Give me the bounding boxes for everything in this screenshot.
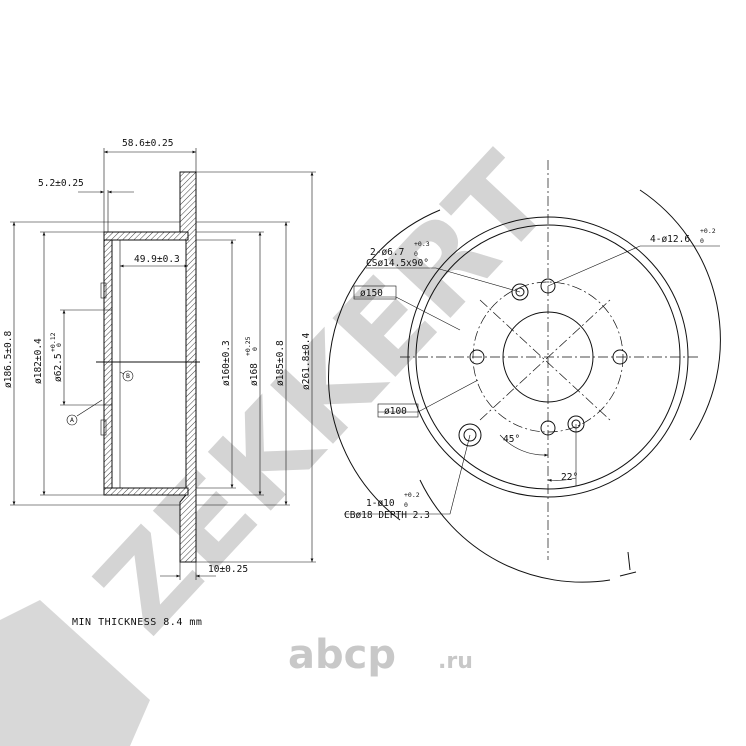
dim-diameter-168-tol: +0.25: [244, 336, 252, 356]
abcp-logo-suffix: .ru: [438, 649, 473, 674]
dim-diameter-62-tol-low: 0: [55, 343, 63, 347]
dim-inner-height: 49.9±0.3: [134, 254, 180, 265]
dim-thickness: 10±0.25: [208, 564, 248, 575]
brand-watermark: ZEKKERT: [70, 129, 577, 659]
dim-diameter-185: ø185±0.8: [275, 340, 286, 386]
label-countersink: CSø14.5x90°: [366, 258, 429, 269]
dim-diameter-168: ø168: [249, 363, 260, 386]
label-angle-45: 45°: [503, 434, 520, 445]
dim-diameter-186: ø186.5±0.8: [3, 331, 14, 388]
dim-diameter-168-tol-low: 0: [251, 347, 259, 351]
min-thickness-note: MIN THICKNESS 8.4 mm: [72, 617, 202, 628]
side-section-view: [10, 148, 316, 580]
disc-outer-edge: [328, 209, 441, 521]
bolt-hole-right: [612, 349, 628, 365]
small-hole-upper: [511, 283, 529, 301]
label-bolt-holes: 4-ø12.6: [650, 234, 690, 245]
datum-b-label: B: [126, 372, 130, 380]
label-large-hole-tol: +0.2: [404, 491, 420, 499]
abcp-logo: abcp .ru: [288, 632, 473, 678]
bolt-hole-top: [540, 278, 556, 294]
label-center-bore: ø100: [384, 406, 407, 417]
dim-diameter-62: ø62.5: [53, 353, 64, 382]
label-small-hole-tol-low: 0: [414, 250, 418, 258]
abcp-logo-text: abcp: [288, 632, 396, 678]
dim-diameter-62-tol: +0.12: [49, 332, 57, 352]
label-bolt-holes-tol-low: 0: [700, 237, 704, 245]
dim-diameter-182: ø182±0.4: [33, 338, 44, 384]
bolt-hole-left: [469, 349, 485, 365]
large-hole: [458, 423, 482, 447]
pcd-label-box: [353, 285, 397, 300]
label-small-hole: 2-ø6.7: [370, 247, 404, 258]
front-view: [328, 160, 721, 583]
center-label-box: [377, 403, 419, 418]
label-small-hole-tol: +0.3: [414, 240, 430, 248]
label-bolt-holes-tol: +0.2: [700, 227, 716, 235]
hub-plate: [103, 239, 113, 489]
datum-a-label: A: [70, 416, 74, 424]
label-large-hole-tol-low: 0: [404, 501, 408, 509]
dim-flange: 5.2±0.25: [38, 178, 84, 189]
dim-overall-height: 58.6±0.25: [122, 138, 173, 149]
chevron-watermark: [0, 600, 150, 746]
disc-flange-section: [179, 171, 197, 563]
label-angle-22: 22°: [561, 472, 578, 483]
brand-watermark-text: ZEKKERT: [70, 129, 577, 659]
dim-diameter-160: ø160±0.3: [221, 340, 232, 386]
label-counterbore: CBø18 DEPTH 2.3: [344, 510, 430, 521]
bolt-hole-bottom: [540, 420, 556, 436]
dim-diameter-261: ø261.8±0.4: [301, 333, 312, 390]
label-large-hole: 1-ø10: [366, 498, 395, 509]
label-pcd: ø150: [360, 288, 383, 299]
